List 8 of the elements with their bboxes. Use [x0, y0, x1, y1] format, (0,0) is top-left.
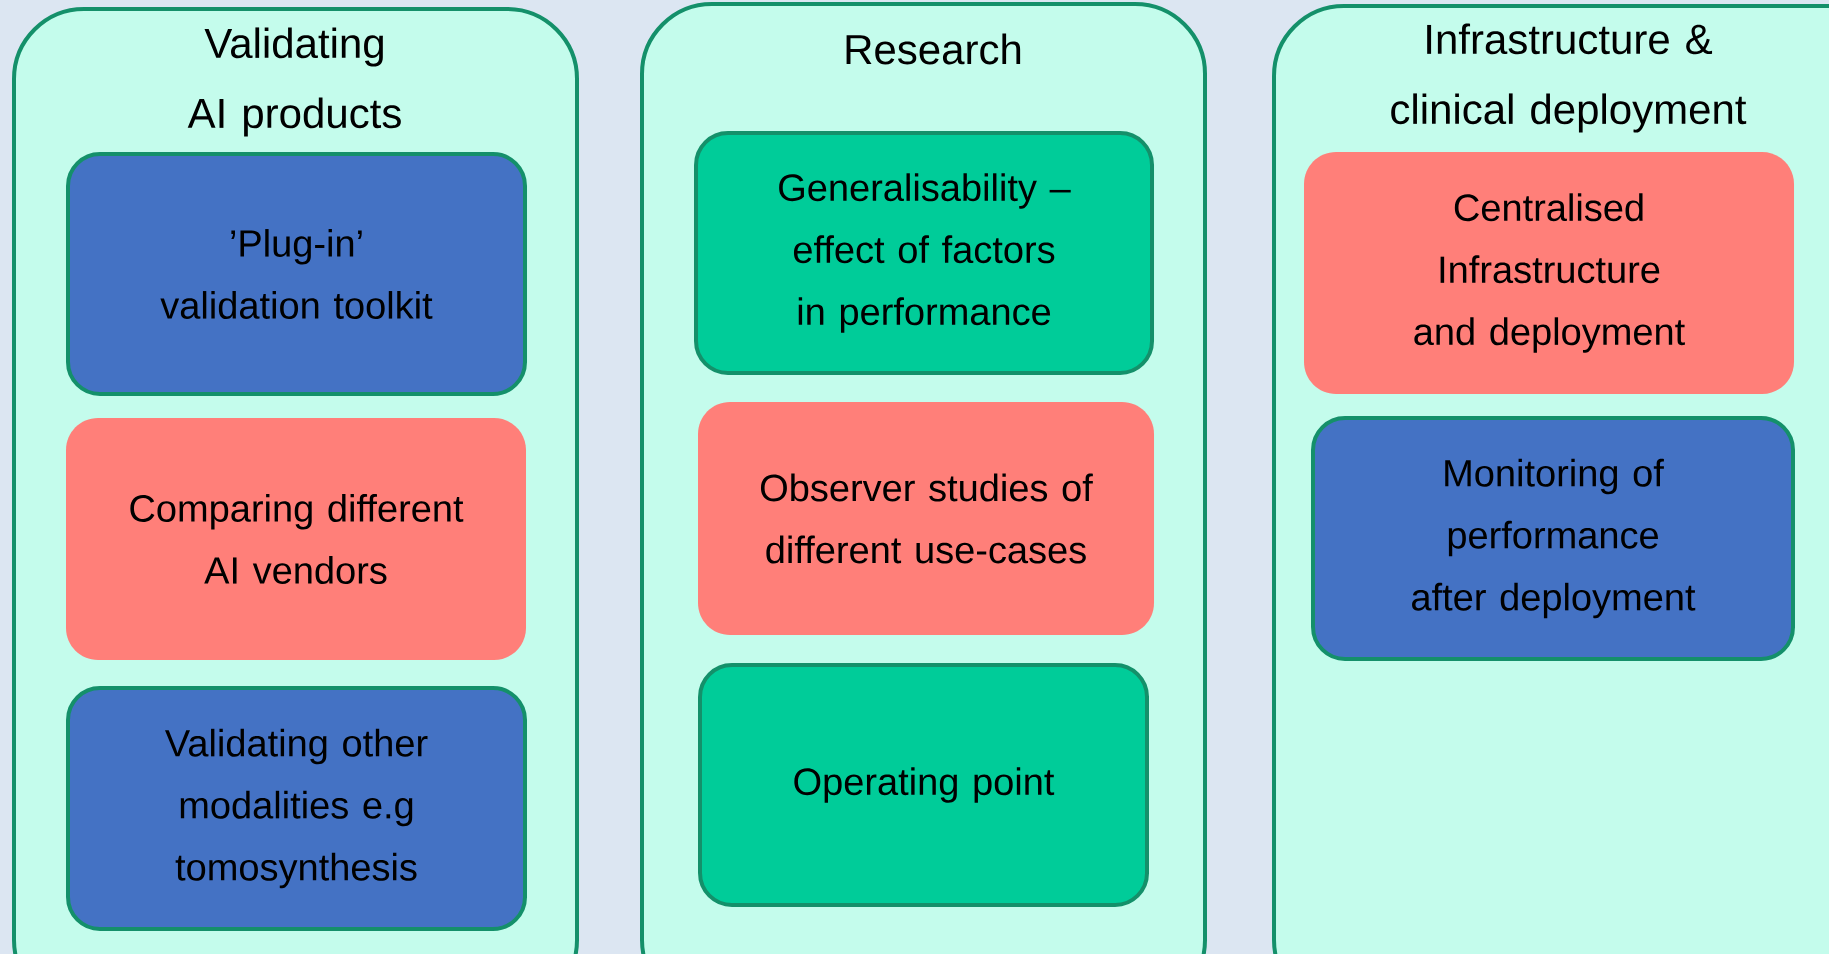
topic-box: Observer studies of different use-cases	[698, 402, 1154, 635]
topic-box: Generalisability – effect of factors in performance	[694, 131, 1154, 375]
topic-box: Monitoring of performance after deployment	[1311, 416, 1795, 661]
topic-box: ’Plug-in’ validation toolkit	[66, 152, 527, 396]
topic-box: Centralised Infrastructure and deployment	[1304, 152, 1794, 394]
topic-box: Operating point	[698, 663, 1149, 907]
topic-box: Comparing different AI vendors	[66, 418, 526, 660]
topic-box: Validating other modalities e.g tomosynthesis	[66, 686, 527, 931]
